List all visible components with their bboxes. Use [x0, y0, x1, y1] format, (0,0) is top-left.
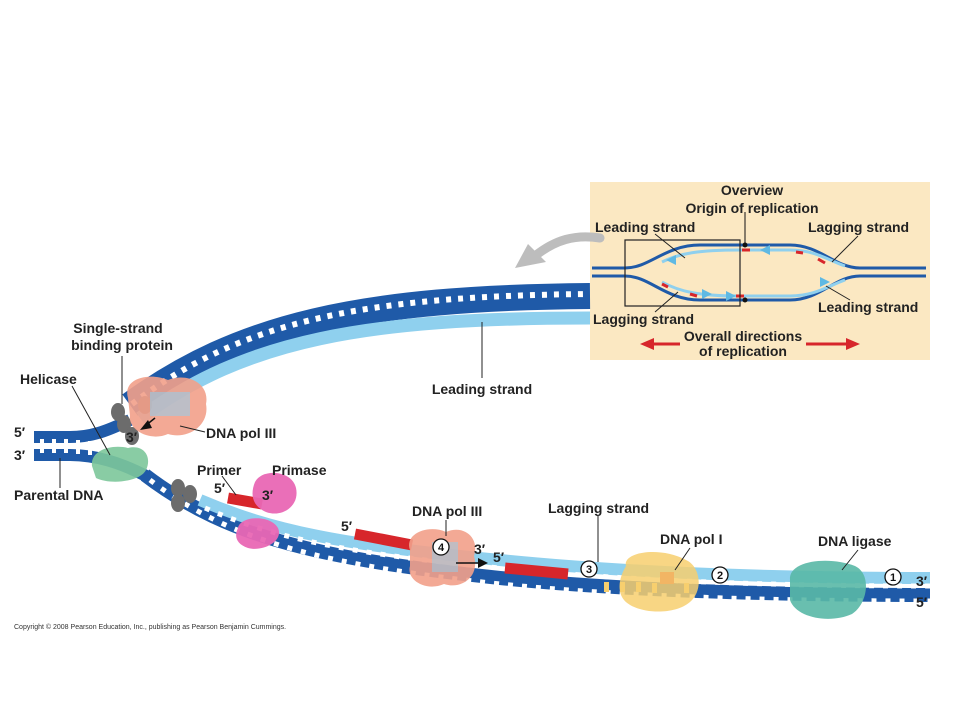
end-primer-5prime: 5′	[214, 480, 226, 496]
overview-title: Overview	[721, 182, 783, 198]
step-2-number: 2	[717, 570, 723, 582]
helicase-label: Helicase	[20, 371, 77, 387]
dna-pol-i-protein	[619, 552, 699, 612]
dna-ligase-label: DNA ligase	[818, 533, 892, 549]
leader-leading-right	[825, 285, 851, 301]
fragment-primer-right	[504, 562, 569, 580]
dna-pol-iii-top-label: DNA pol III	[206, 425, 276, 441]
primase-label: Primase	[272, 462, 327, 478]
end-polIII-5prime: 5′	[493, 549, 505, 565]
fragment-primer-left	[353, 528, 414, 551]
step-markers: 1 2 3 4	[432, 538, 902, 586]
zoom-arrow	[515, 232, 605, 268]
overview-zoom-box	[624, 239, 741, 307]
overview-lagging-left: Lagging strand	[593, 311, 694, 327]
step-1-number: 1	[890, 572, 896, 584]
dna-pol-i-label: DNA pol I	[660, 531, 722, 547]
parental-rungs	[40, 439, 92, 455]
parental-top	[34, 414, 133, 443]
origin-dot-top	[742, 242, 748, 248]
step-3-number: 3	[586, 564, 592, 576]
leader-lagging-left	[654, 291, 679, 313]
helicase-protein	[91, 446, 149, 482]
primase-protein	[236, 472, 297, 549]
upper-parental-strand	[122, 283, 591, 416]
lagging-strand-label: Lagging strand	[548, 500, 649, 516]
end-polIII-3prime: 3′	[474, 541, 486, 557]
overview-lagging-right: Lagging strand	[808, 219, 909, 235]
ssb-label-line1: Single-strand	[73, 320, 162, 336]
step-2-circle	[711, 566, 729, 584]
dna-pol-iii-top-protein	[127, 376, 207, 437]
parental-dna-label: Parental DNA	[14, 487, 103, 503]
overall-arrow-left-head	[640, 338, 654, 350]
dna-ligase-protein	[789, 560, 867, 619]
end-right-5prime: 5′	[916, 594, 928, 610]
end-left-3prime: 3′	[14, 447, 26, 463]
overview-leading-left: Leading strand	[595, 219, 695, 235]
leader-lagging-right	[831, 235, 859, 263]
overall-directions-line2: of replication	[699, 343, 787, 359]
label-leaders	[59, 322, 859, 571]
ssb-label-line2: binding protein	[71, 337, 173, 353]
origin-label: Origin of replication	[685, 200, 818, 216]
step-4-number: 4	[438, 542, 445, 554]
overall-directions-line1: Overall directions	[684, 328, 802, 344]
end-left-5prime: 5′	[14, 424, 26, 440]
step-4-circle	[432, 538, 450, 556]
overview-panel: Overview Origin of replication Leading s…	[590, 182, 930, 360]
copyright-text: Copyright © 2008 Pearson Education, Inc.…	[14, 623, 286, 631]
end-fragment-5prime: 5′	[341, 518, 353, 534]
dna-pol-iii-bottom-label: DNA pol III	[412, 503, 482, 519]
lower-parental-strand	[140, 469, 931, 602]
leader-leading-left	[654, 233, 686, 259]
step-1-circle	[884, 568, 902, 586]
primer-label: Primer	[197, 462, 242, 478]
synthesis-arrows	[140, 417, 488, 568]
dna-pol-iii-bottom-protein	[409, 529, 476, 587]
step-3-circle	[580, 560, 598, 578]
origin-dot-bottom	[742, 297, 748, 303]
end-primase-3prime: 3′	[262, 487, 274, 503]
overall-arrow-right-head	[846, 338, 860, 350]
leading-strand-label: Leading strand	[432, 381, 532, 397]
overview-leading-right: Leading strand	[818, 299, 918, 315]
end-leading-3prime: 3′	[126, 429, 138, 445]
end-right-3prime: 3′	[916, 573, 928, 589]
overview-background	[590, 182, 930, 360]
overview-arrows	[666, 245, 830, 301]
